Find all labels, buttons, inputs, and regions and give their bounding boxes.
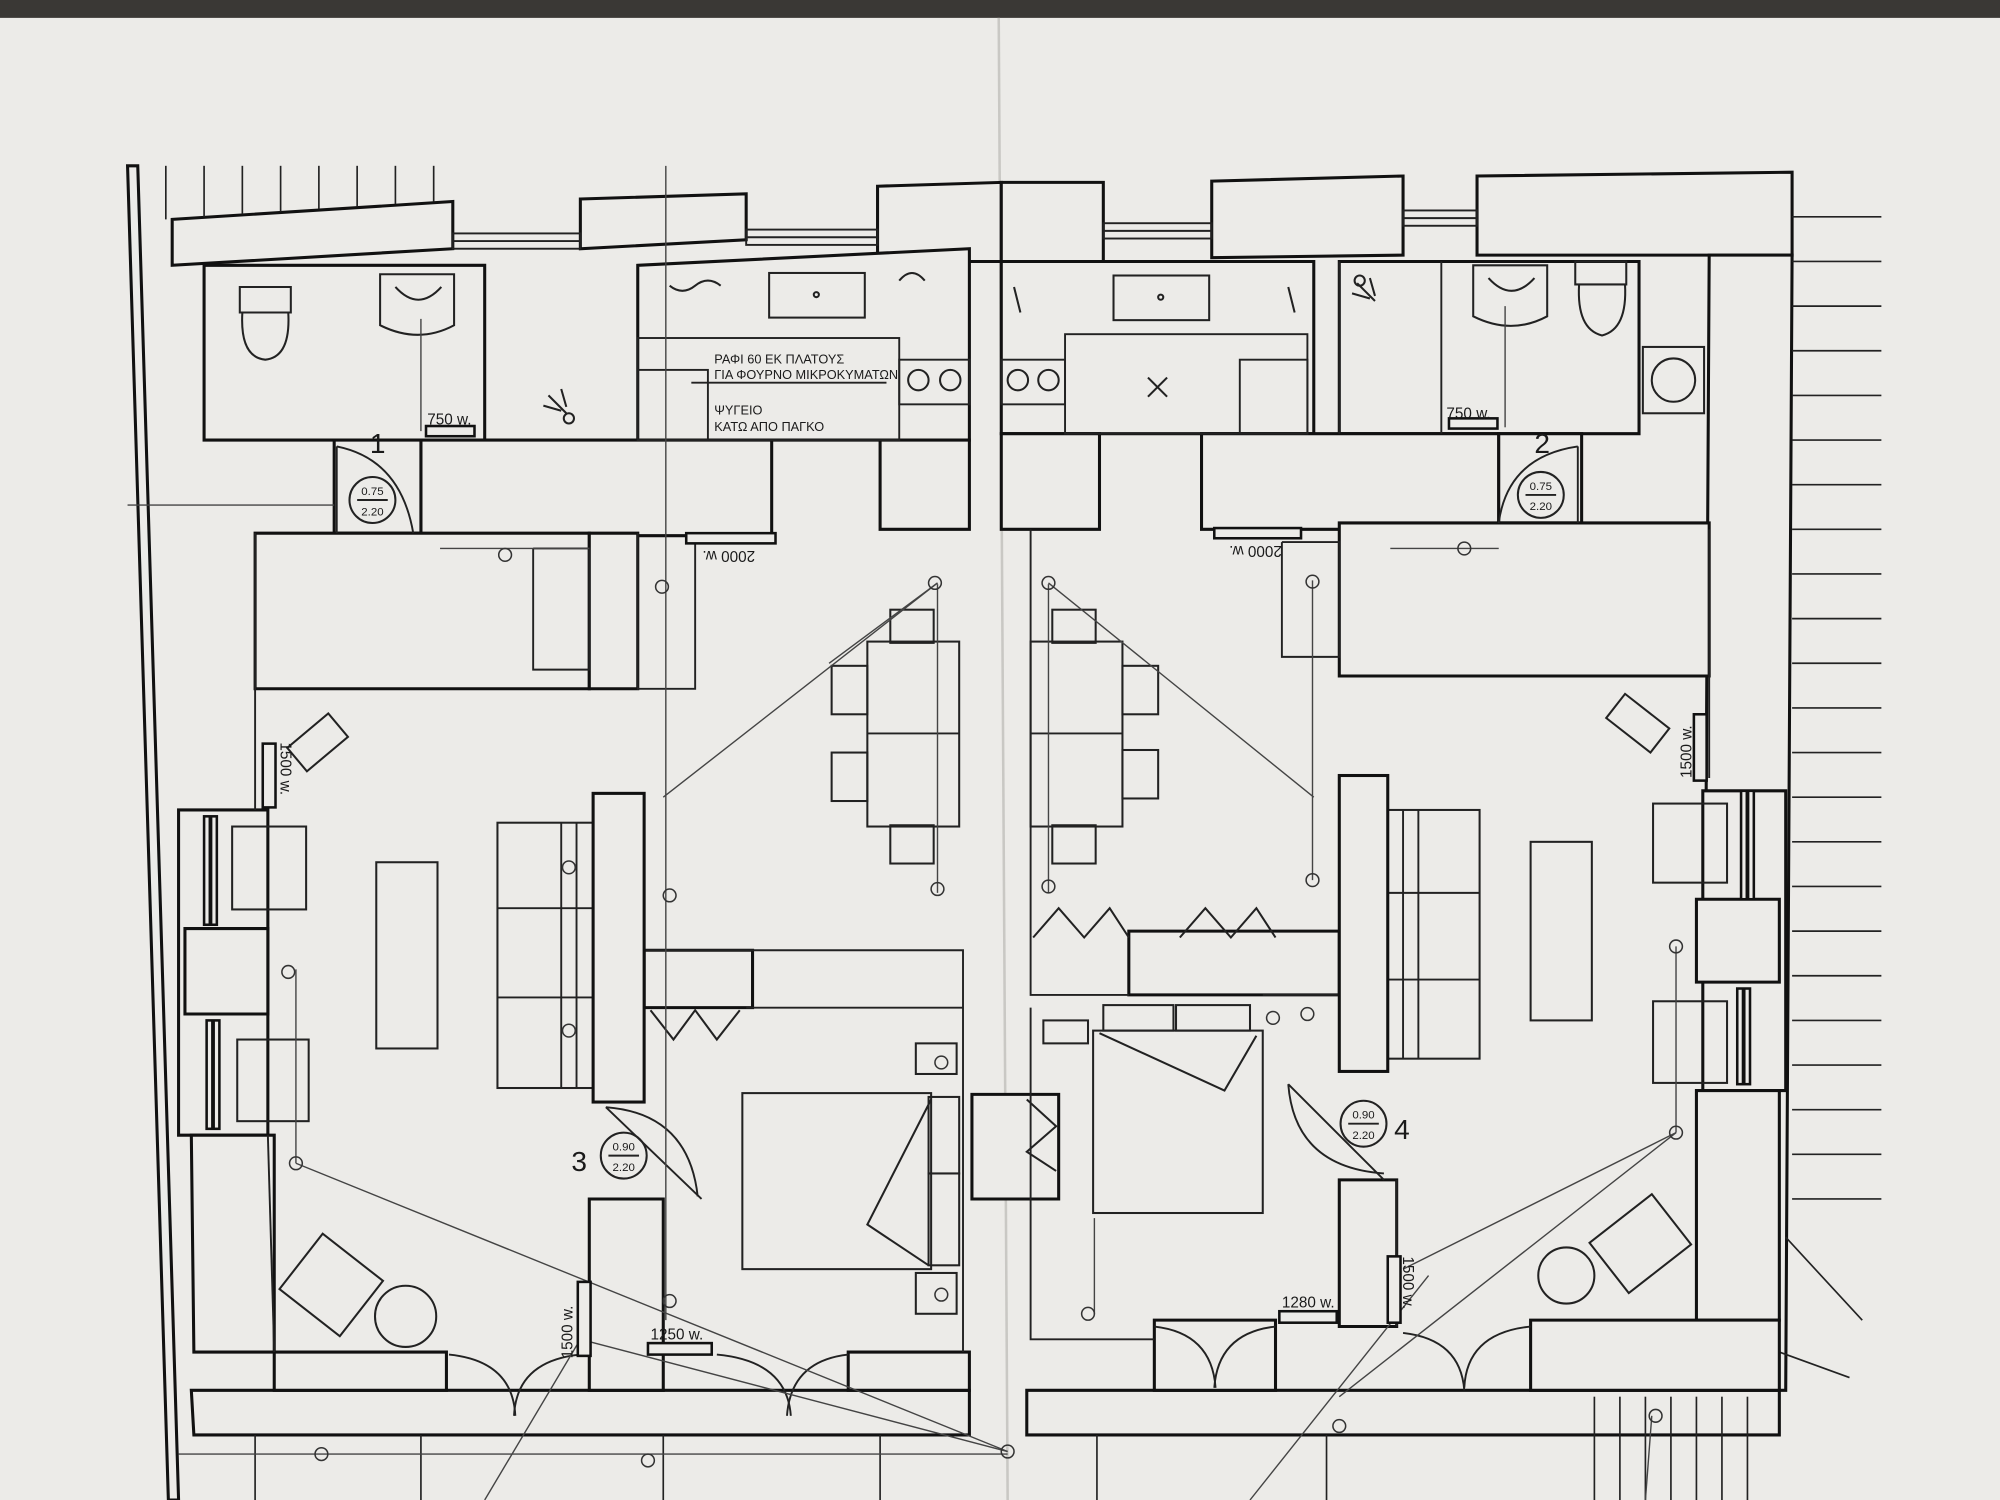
lounge-chair-icon bbox=[1588, 1192, 1693, 1295]
armchair-icon bbox=[1652, 1000, 1729, 1084]
hob-icon bbox=[1037, 368, 1060, 392]
heater-label: 1500 w. bbox=[1399, 1256, 1416, 1309]
washbasin-icon bbox=[1472, 264, 1549, 327]
shelf-note-line1: ΡΑΦΙ 60 ΕΚ ΠΛΑΤΟΥΣ bbox=[714, 352, 844, 367]
toilet-icon bbox=[1574, 260, 1628, 337]
unit-number: 2 bbox=[1534, 428, 1550, 459]
shower-icon bbox=[543, 388, 568, 414]
armchair-icon bbox=[1652, 802, 1729, 884]
electrical-wiring bbox=[127, 165, 1677, 1500]
dining-furniture bbox=[830, 608, 1160, 865]
side-windows bbox=[202, 789, 1756, 1131]
heater-label: 750 w. bbox=[1446, 405, 1490, 422]
doors bbox=[335, 445, 1579, 1416]
top-windows bbox=[451, 209, 1478, 250]
kitchen-fixtures bbox=[636, 271, 1309, 442]
shelf-note-line2: ΓΙΑ ΦΟΥΡΝΟ ΜΙΚΡΟΚΥΜΑΤΩΝ bbox=[714, 367, 898, 382]
side-table-icon bbox=[373, 1284, 438, 1348]
heater-label: 1500 w. bbox=[560, 1306, 577, 1359]
heater-label: 2000 w. bbox=[1229, 542, 1282, 559]
unit-number: 1 bbox=[370, 428, 386, 459]
washing-machine-icon bbox=[1641, 345, 1706, 415]
hob-icon bbox=[1006, 368, 1030, 392]
heater-label: 2000 w. bbox=[702, 547, 755, 564]
interior-walls-left bbox=[177, 247, 971, 1392]
heater-labels: 750 w. 750 w. 2000 w. 2000 w. 1500 w. 15… bbox=[277, 405, 1696, 1358]
kitchen-sink-icon bbox=[768, 271, 866, 319]
coffee-table-right bbox=[1529, 840, 1593, 1022]
toilet-icon bbox=[238, 285, 292, 361]
living-furniture bbox=[231, 692, 1729, 1348]
heater-label: 1280 w. bbox=[1282, 1294, 1335, 1311]
interior-walls-right bbox=[970, 259, 1788, 1392]
kitchen-sink-icon bbox=[1112, 274, 1211, 322]
heater-unit-icon bbox=[285, 711, 350, 773]
door-width: 0.90 bbox=[1352, 1110, 1374, 1122]
door-height: 2.20 bbox=[361, 506, 383, 518]
side-table-icon bbox=[1537, 1246, 1596, 1305]
fridge-note-line1: ΨΥΓΕΙΟ bbox=[714, 403, 762, 418]
lounge-chair-icon bbox=[278, 1232, 385, 1338]
fridge-note-line2: ΚΑΤΩ ΑΠΟ ΠΑΓΚΟ bbox=[714, 419, 824, 434]
door-height: 2.20 bbox=[1352, 1130, 1374, 1142]
light-points bbox=[281, 541, 1684, 1468]
door-width: 0.75 bbox=[361, 486, 383, 498]
door-width: 0.75 bbox=[1530, 481, 1552, 493]
door-height: 2.20 bbox=[1530, 501, 1552, 513]
bathroom-fixtures bbox=[238, 260, 1706, 434]
heater-label: 750 w. bbox=[427, 412, 471, 429]
bed-left bbox=[741, 1092, 933, 1271]
unit-number: 4 bbox=[1394, 1114, 1410, 1145]
hob-icon bbox=[939, 368, 962, 392]
heater-label: 1500 w. bbox=[1678, 725, 1695, 778]
unit-tags: 1 0.75 2.20 2 0.75 2.20 3 0.90 2.20 4 0.… bbox=[348, 428, 1565, 1180]
armchair-icon bbox=[236, 1038, 310, 1123]
door-width: 0.90 bbox=[613, 1142, 635, 1154]
heaters bbox=[261, 417, 1708, 1358]
kitchen-notes: ΡΑΦΙ 60 ΕΚ ΠΛΑΤΟΥΣ ΓΙΑ ΦΟΥΡΝΟ ΜΙΚΡΟΚΥΜΑΤ… bbox=[691, 352, 898, 434]
door-height: 2.20 bbox=[613, 1162, 635, 1174]
armchair-icon bbox=[231, 825, 308, 911]
hob-icon bbox=[907, 368, 930, 392]
neighbour-hatching bbox=[164, 165, 1882, 1500]
bedroom-furniture bbox=[649, 906, 1277, 1315]
heater-unit-icon bbox=[1604, 692, 1671, 754]
heater-label: 1500 w. bbox=[277, 742, 294, 795]
coffee-table-left bbox=[375, 861, 439, 1050]
heater-label: 1250 w. bbox=[651, 1326, 704, 1343]
washbasin-icon bbox=[379, 273, 456, 336]
unit-number: 3 bbox=[571, 1146, 587, 1177]
